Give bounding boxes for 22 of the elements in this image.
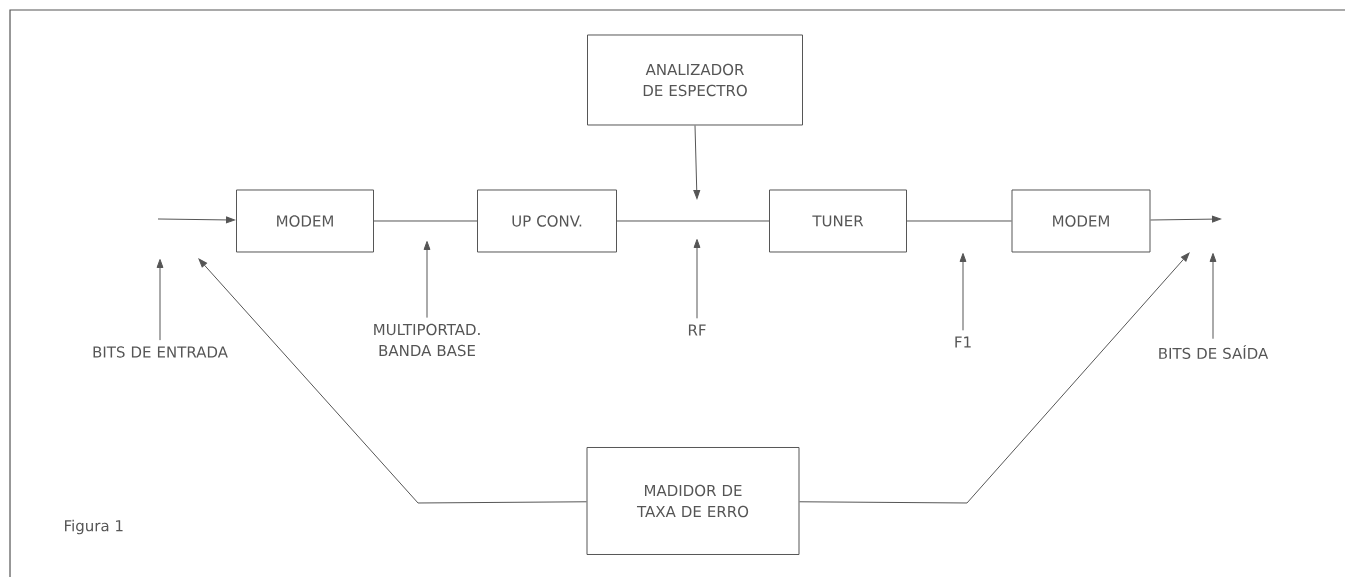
block-box: MODEM	[1011, 189, 1151, 253]
signal-label: RF	[688, 324, 706, 336]
arrow	[1150, 215, 1221, 223]
arrow	[157, 216, 235, 224]
arrow	[198, 258, 587, 504]
arrow	[423, 241, 431, 319]
signal-label: BITS DE SAÍDA	[1159, 344, 1269, 360]
figure-caption: Figura 1	[65, 519, 123, 535]
block-box: MADIDOR DE TAXA DE ERRO	[586, 447, 800, 555]
signal-label: F1	[955, 336, 971, 348]
signal-label: BITS DE ENTRADA	[93, 346, 228, 358]
block-box: ANALIZADOR DE ESPECTRO	[587, 34, 803, 126]
arrow	[959, 253, 967, 331]
arrow	[693, 239, 701, 319]
block-box: TUNER	[769, 189, 907, 253]
arrow	[1209, 253, 1217, 340]
block-box: UP CONV.	[477, 189, 617, 253]
signal-label: MULTIPORTAD. BANDA BASE	[374, 323, 480, 357]
arrow	[156, 259, 164, 341]
arrow	[693, 125, 701, 199]
arrow	[799, 252, 1190, 504]
block-box: MODEM	[236, 189, 374, 253]
